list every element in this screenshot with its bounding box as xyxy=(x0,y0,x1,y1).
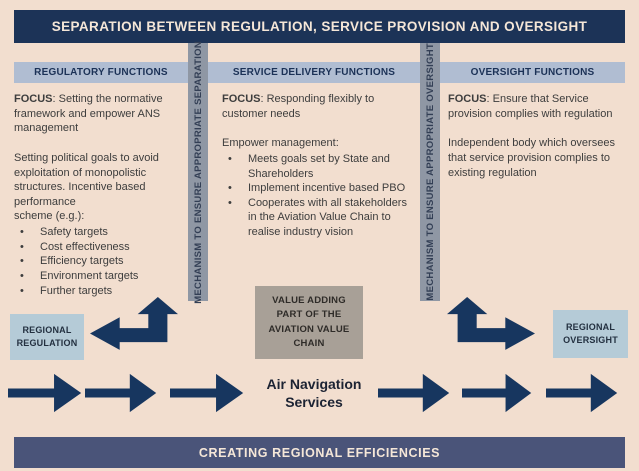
flow-arrow xyxy=(170,373,244,413)
elbow-arrow-right-shape xyxy=(447,297,535,350)
regulatory-bullet-list: •Safety targets •Cost effectiveness •Eff… xyxy=(14,225,186,298)
oversight-functions-header: OVERSIGHT FUNCTIONS xyxy=(440,62,625,83)
regulatory-functions-header: REGULATORY FUNCTIONS xyxy=(14,62,188,83)
service-delivery-column-text: FOCUS: Responding flexibly to customer n… xyxy=(222,92,414,240)
oversight-column-text: FOCUS: Ensure that Service provision com… xyxy=(448,92,628,180)
focus-label: FOCUS xyxy=(222,93,261,105)
bullet-item: •Cost effectiveness xyxy=(14,240,186,255)
bullet-dot: • xyxy=(20,255,24,268)
focus-text: : Responding flexibly to customer needs xyxy=(222,93,375,120)
regulatory-functions-header-label: REGULATORY FUNCTIONS xyxy=(34,67,168,78)
regulatory-paragraph-cont: scheme (e.g.): xyxy=(14,210,85,223)
focus-label: FOCUS xyxy=(14,93,53,105)
bullet-item: •Cooperates with all stakeholders in the… xyxy=(222,196,414,240)
elbow-arrow-left xyxy=(90,297,178,350)
oversight-focus: FOCUS: Ensure that Service provision com… xyxy=(448,92,628,121)
bullet-dot: • xyxy=(20,269,24,282)
oversight-mechanism-label: MECHANISM TO ENSURE APPROPRIATE OVERSIGH… xyxy=(424,43,436,301)
service-bullet-list: •Meets goals set by State and Shareholde… xyxy=(222,152,414,240)
value-adding-box: VALUE ADDING PART OF THE AVIATION VALUE … xyxy=(255,286,363,359)
separation-mechanism-label: MECHANISM TO ENSURE APPROPRIATE SEPARATI… xyxy=(192,40,204,304)
bottom-banner-title: CREATING REGIONAL EFFICIENCIES xyxy=(198,445,441,460)
regulatory-column-text: FOCUS: Setting the normative framework a… xyxy=(14,92,186,298)
air-navigation-services-label: Air Navigation Services xyxy=(266,376,362,411)
bullet-item: •Further targets xyxy=(14,284,186,299)
oversight-paragraph: Independent body which oversees that ser… xyxy=(448,137,615,179)
bullet-item: •Environment targets xyxy=(14,269,186,284)
focus-text: : Ensure that Service provision complies… xyxy=(448,93,613,120)
top-banner: SEPARATION BETWEEN REGULATION, SERVICE P… xyxy=(14,10,625,43)
regulatory-focus: FOCUS: Setting the normative framework a… xyxy=(14,92,186,136)
bullet-item: •Efficiency targets xyxy=(14,254,186,269)
bullet-dot: • xyxy=(228,196,232,209)
regional-oversight-box: REGIONAL OVERSIGHT xyxy=(553,310,628,358)
bullet-dot: • xyxy=(228,152,232,165)
elbow-arrow-left-shape xyxy=(90,297,178,350)
service-focus: FOCUS: Responding flexibly to customer n… xyxy=(222,92,414,121)
service-delivery-functions-header: SERVICE DELIVERY FUNCTIONS xyxy=(208,62,420,83)
bullet-dot: • xyxy=(228,182,232,195)
regional-regulation-box: REGIONAL REGULATION xyxy=(10,314,84,360)
bullet-item: •Safety targets xyxy=(14,225,186,240)
oversight-mechanism-bar: MECHANISM TO ENSURE APPROPRIATE OVERSIGH… xyxy=(420,43,440,301)
focus-label: FOCUS xyxy=(448,93,487,105)
bullet-dot: • xyxy=(20,284,24,297)
bullet-dot: • xyxy=(20,240,24,253)
flow-arrow xyxy=(462,373,532,413)
flow-arrow xyxy=(378,373,450,413)
bottom-banner: CREATING REGIONAL EFFICIENCIES xyxy=(14,437,625,468)
service-delivery-functions-header-label: SERVICE DELIVERY FUNCTIONS xyxy=(232,67,396,78)
elbow-arrow-right xyxy=(447,297,535,350)
focus-text: : Setting the normative framework and em… xyxy=(14,93,163,135)
flow-arrow xyxy=(85,373,157,413)
separation-mechanism-bar: MECHANISM TO ENSURE APPROPRIATE SEPARATI… xyxy=(188,40,208,304)
top-banner-title: SEPARATION BETWEEN REGULATION, SERVICE P… xyxy=(51,19,588,34)
regulatory-paragraph: Setting political goals to avoid exploit… xyxy=(14,151,159,208)
service-intro: Empower management: xyxy=(222,137,339,150)
bullet-dot: • xyxy=(20,226,24,238)
flow-arrow xyxy=(8,373,82,413)
oversight-functions-header-label: OVERSIGHT FUNCTIONS xyxy=(470,67,595,78)
bullet-item: •Implement incentive based PBO xyxy=(222,181,414,196)
bullet-item: •Meets goals set by State and Shareholde… xyxy=(222,152,414,181)
flow-arrow xyxy=(546,373,618,413)
